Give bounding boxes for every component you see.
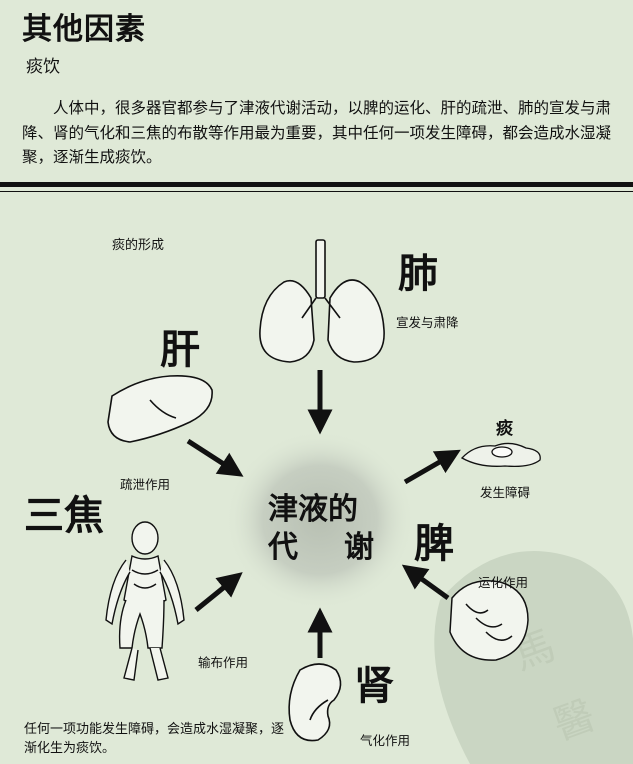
organ-lung-name: 肺 [398, 250, 438, 297]
diagram-note: 任何一项功能发生障碍，会造成水湿凝聚，逐渐化生为痰饮。 [24, 722, 285, 756]
organ-kidney-function: 气化作用 [360, 733, 411, 748]
center-label-line2b: 谢 [344, 530, 374, 565]
kidney-icon [288, 663, 342, 742]
phlegm-name: 痰 [496, 419, 513, 439]
diagram-caption: 痰的形成 [112, 238, 165, 253]
organ-sanjiao-function: 输布作用 [198, 655, 249, 670]
liver-icon [107, 374, 213, 443]
organ-liver-function: 疏泄作用 [120, 477, 171, 492]
page-subtitle: 痰饮 [26, 57, 60, 77]
arrow-liver-to-center [186, 438, 244, 477]
intro-paragraph: 人体中，很多器官都参与了津液代谢活动，以脾的运化、肝的疏泄、肺的宣发与肃降、肾的… [22, 99, 612, 166]
divider-thick [0, 182, 633, 187]
organ-spleen-name: 脾 [414, 520, 454, 567]
organ-kidney-name: 肾 [354, 662, 394, 709]
human-figure-icon [105, 521, 185, 681]
lungs-icon [259, 239, 385, 363]
center-label-line1: 津液的 [268, 492, 358, 527]
organ-spleen-function: 运化作用 [478, 575, 529, 590]
arrow-center-to-phlegm [403, 449, 461, 485]
arrow-sanjiao-to-center [194, 572, 243, 612]
phlegm-formation-diagram: 馬 醫 [0, 200, 633, 764]
diagram-artwork: 馬 醫 [105, 239, 633, 764]
spleen-icon [449, 580, 529, 661]
center-glow [225, 430, 415, 610]
phlegm-puddle-icon [460, 442, 541, 468]
organ-liver-name: 肝 [160, 326, 200, 373]
phlegm-label: 发生障碍 [480, 485, 531, 500]
arrow-spleen-to-center [401, 564, 450, 601]
organ-sanjiao-name: 三焦 [24, 492, 104, 539]
seal-watermark: 馬 醫 [434, 551, 633, 764]
center-label-line2a: 代 [268, 530, 298, 565]
organ-lung-function: 宣发与肃降 [396, 315, 459, 330]
divider-thin [0, 191, 633, 192]
page-title: 其他因素 [22, 12, 146, 47]
